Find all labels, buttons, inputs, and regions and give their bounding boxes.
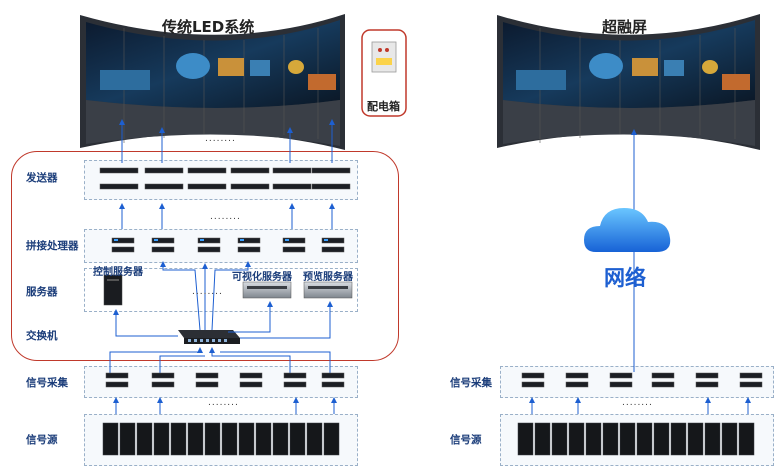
row-label-capture-right: 信号采集	[450, 377, 492, 389]
ellipsis-wall: ........	[205, 134, 236, 144]
network-switch-icon	[178, 330, 240, 344]
row-label-server: 服务器	[26, 286, 58, 298]
switch-connections	[109, 261, 333, 374]
control-server-label: 控制服务器	[93, 267, 143, 278]
row-label-capture-left: 信号采集	[26, 377, 68, 389]
power-box	[361, 29, 407, 117]
preview-server-icon	[303, 281, 353, 299]
row-label-switch: 交换机	[26, 330, 58, 342]
row-label-source-right: 信号源	[450, 434, 482, 446]
left-title: 传统LED系统	[162, 18, 255, 36]
right-capture-devices	[521, 372, 763, 388]
cloud-label: 网络	[604, 266, 646, 290]
sender-to-wall-arrows	[119, 119, 335, 163]
splicer-devices	[111, 237, 345, 253]
right-fusion-wall	[497, 14, 760, 150]
left-source-to-capture-arrows	[113, 397, 337, 414]
left-capture-row-box	[84, 366, 358, 398]
control-server-icon	[103, 274, 123, 306]
sender-row-box	[84, 160, 358, 200]
right-source-to-capture-arrows	[529, 397, 751, 414]
power-box-label: 配电箱	[367, 100, 400, 113]
splicer-to-sender-arrows	[119, 203, 335, 229]
left-capture-devices	[105, 372, 345, 388]
ellipsis-capture-left: ........	[208, 398, 239, 408]
left-source-towers	[102, 422, 340, 456]
sender-devices	[99, 167, 351, 190]
visual-server-label: 可视化服务器	[232, 272, 292, 283]
preview-server-label: 预览服务器	[303, 272, 353, 283]
row-label-source-left: 信号源	[26, 434, 58, 446]
right-globe-icon	[589, 53, 623, 79]
right-title: 超融屏	[602, 18, 648, 36]
right-source-towers	[517, 422, 755, 456]
ellipsis-server: ........	[192, 287, 223, 297]
row-label-sender: 发送器	[26, 172, 58, 184]
splicer-row-box	[84, 229, 358, 263]
cloud-icon	[584, 208, 671, 252]
row-label-splicer: 拼接处理器	[26, 240, 79, 252]
right-capture-row-box	[500, 366, 774, 398]
left-globe-icon	[176, 53, 210, 79]
left-system-boundary	[11, 151, 399, 361]
ellipsis-splicer: ........	[210, 212, 241, 222]
server-row-box	[84, 268, 358, 312]
ellipsis-capture-right: ........	[622, 398, 653, 408]
left-led-wall	[80, 14, 345, 150]
visual-server-icon	[242, 281, 292, 299]
